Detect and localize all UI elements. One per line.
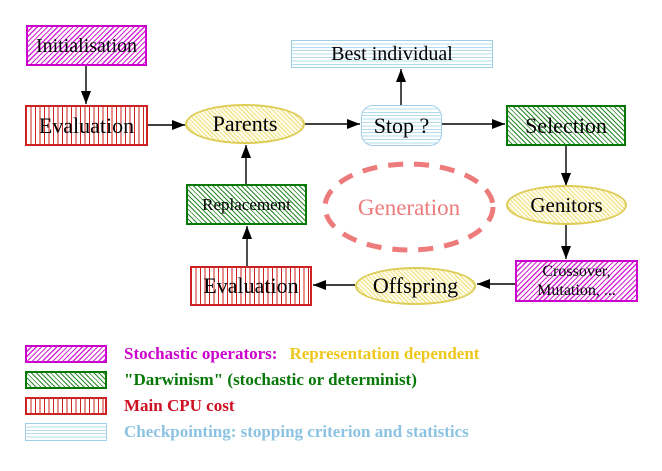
- node-genitors-label: Genitors: [530, 192, 603, 217]
- generation-label-text: Generation: [357, 194, 461, 220]
- legend-swatch-cyan-stripes: [25, 423, 107, 441]
- node-parents: Parents: [185, 104, 305, 144]
- node-evaluation-bottom-label: Evaluation: [203, 273, 299, 298]
- legend-label-main-cpu-cost: Main CPU cost: [124, 396, 235, 415]
- legend-row-darwinism: "Darwinism" (stochastic or determinist): [25, 371, 417, 389]
- node-offspring-label: Offspring: [372, 273, 459, 298]
- legend-row-stochastic-operators: Stochastic operators: Representation dep…: [25, 345, 479, 363]
- node-evaluation-top-label: Evaluation: [38, 112, 135, 138]
- node-crossover-mutation: Crossover, Mutation, ...: [515, 260, 638, 302]
- node-crossover-line2: Mutation, ...: [537, 282, 616, 299]
- legend-swatch-magenta-hatch: [25, 345, 107, 363]
- node-stop-label: Stop ?: [373, 112, 430, 138]
- legend-label-stochastic-operators: Stochastic operators:: [124, 344, 278, 363]
- node-replacement-label: Replacement: [202, 195, 291, 214]
- node-crossover-line1: Crossover,: [542, 263, 611, 280]
- legend-label-darwinism: "Darwinism" (stochastic or determinist): [124, 370, 417, 389]
- generation-cycle-label: Generation: [325, 163, 493, 252]
- node-initialisation-label: Initialisation: [35, 34, 138, 57]
- legend-row-main-cpu-cost: Main CPU cost: [25, 397, 234, 415]
- legend-swatch-red-stripes: [25, 397, 107, 415]
- node-evaluation-top: Evaluation: [25, 105, 148, 146]
- node-evaluation-bottom: Evaluation: [190, 266, 312, 306]
- node-parents-label: Parents: [212, 111, 278, 136]
- legend-row-checkpointing: Checkpointing: stopping criterion and st…: [25, 423, 469, 441]
- legend-label-checkpointing: Checkpointing: stopping criterion and st…: [124, 422, 469, 441]
- node-stop: Stop ?: [361, 105, 442, 146]
- node-offspring: Offspring: [355, 267, 476, 305]
- generation-dashed-ellipse: [322, 161, 496, 253]
- node-best-individual: Best individual: [291, 40, 493, 68]
- node-initialisation: Initialisation: [26, 25, 147, 66]
- node-best-individual-label: Best individual: [331, 43, 453, 65]
- node-selection: Selection: [506, 105, 626, 146]
- legend-label-representation-dependent: Representation dependent: [289, 344, 480, 363]
- node-replacement: Replacement: [186, 184, 307, 225]
- legend-swatch-green-hatch: [25, 371, 107, 389]
- node-genitors: Genitors: [506, 185, 627, 225]
- node-selection-label: Selection: [525, 112, 607, 138]
